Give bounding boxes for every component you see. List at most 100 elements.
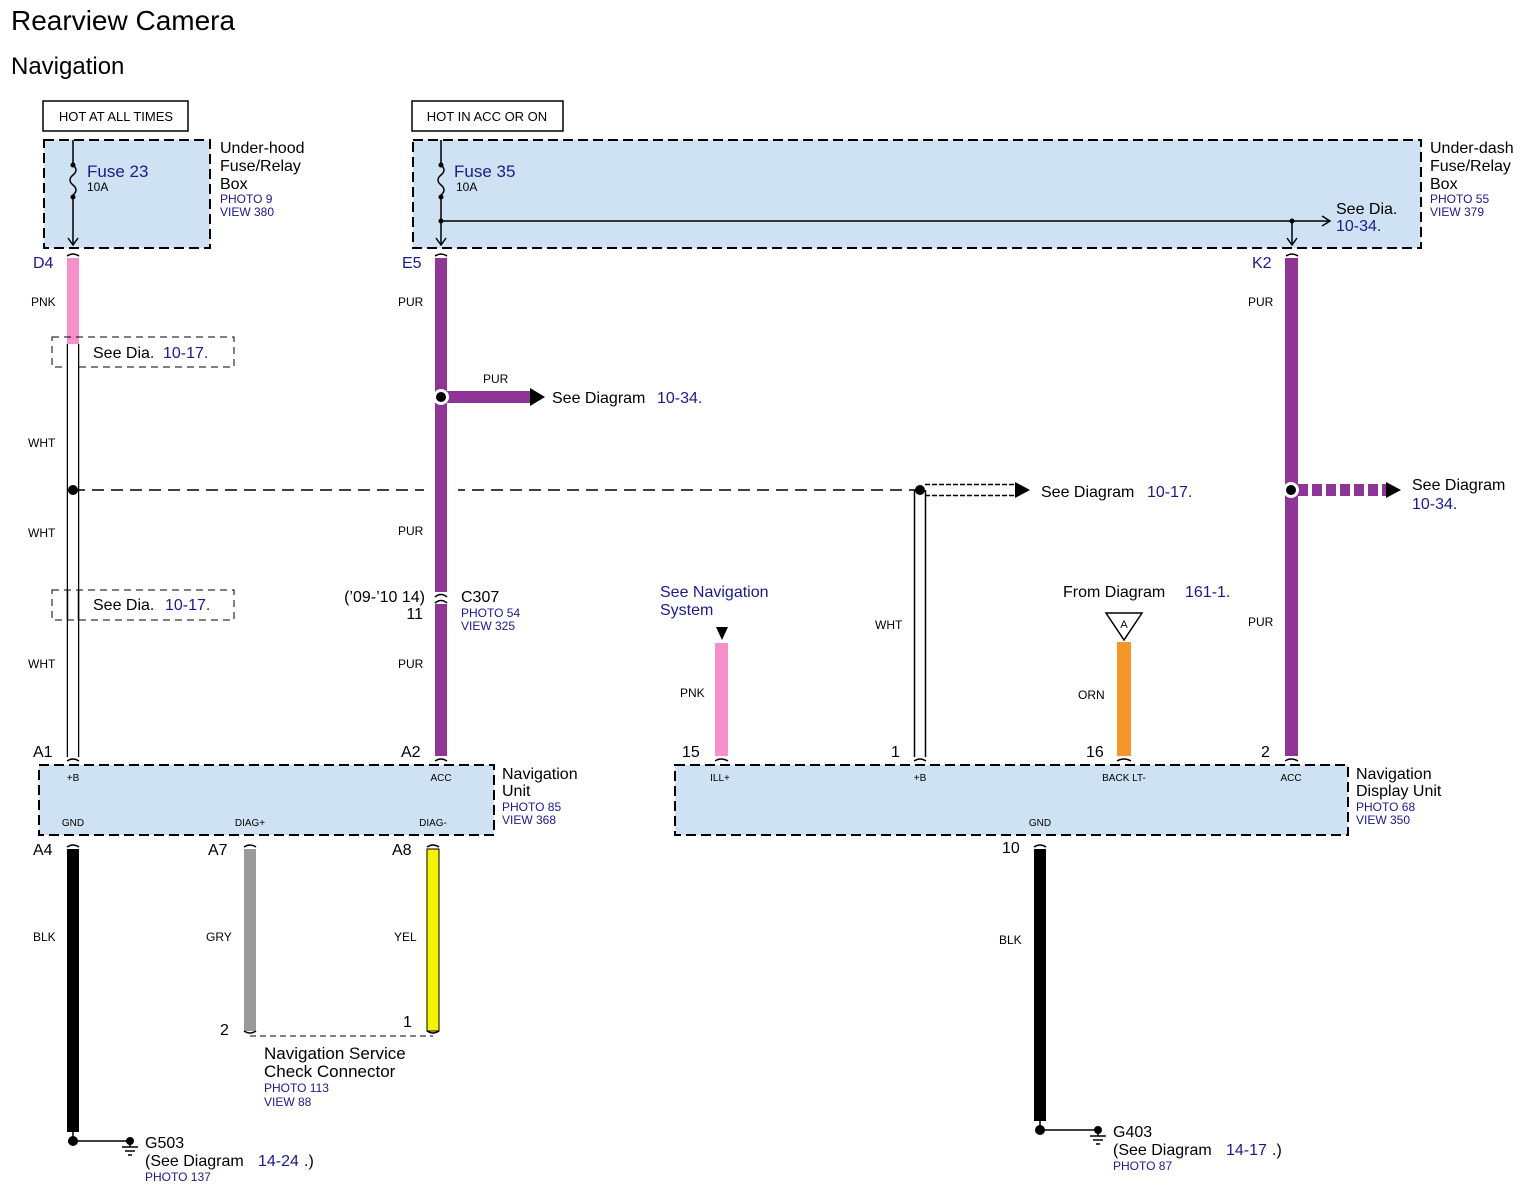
g503-suffix: .) [304, 1153, 314, 1170]
wire-label-wht-4: WHT [875, 618, 903, 632]
nav-lbl-diag-minus: DIAG- [419, 818, 447, 829]
underhood-name-3: Box [220, 176, 248, 193]
underdash-name-1: Under-dash [1430, 140, 1514, 157]
display-name-2: Display Unit [1356, 783, 1442, 800]
see-diagram-k2-text: See Diagram [1412, 477, 1505, 494]
display-pin-2: 2 [1261, 744, 1270, 761]
hot-acc-on-box [411, 100, 564, 132]
c307-pin: 11 [406, 606, 423, 623]
display-lbl-acc: ACC [1280, 773, 1301, 784]
navigation-display-unit-box [674, 764, 1349, 836]
nav-unit-name-2: Unit [502, 783, 531, 800]
wire-blk-a4 [67, 849, 79, 1132]
see-dia-lower-text: See Dia. [93, 597, 154, 614]
nav-lbl-diag-plus: DIAG+ [235, 818, 265, 829]
fuse-23-icon [69, 164, 77, 196]
wire-pur-branch [441, 391, 531, 403]
see-diagram-1034-ref[interactable]: 10-34. [657, 390, 702, 407]
see-dia-lower-ref[interactable]: 10-17. [165, 597, 210, 614]
underdash-fuse-box [412, 139, 1422, 249]
fuse-35-label: Fuse 35 [454, 162, 515, 181]
nav-unit-photo: PHOTO 85 [502, 800, 561, 814]
g403-suffix: .) [1272, 1142, 1282, 1159]
underdash-see-dia: See Dia. [1336, 201, 1397, 218]
service-view: VIEW 88 [264, 1095, 312, 1109]
wire-label-wht-3: WHT [28, 657, 56, 671]
display-lbl-ill: ILL+ [710, 773, 730, 784]
display-view: VIEW 350 [1356, 813, 1410, 827]
see-diagram-1017-ref[interactable]: 10-17. [1147, 484, 1192, 501]
hot-all-times-box [42, 100, 189, 132]
see-diagram-1017-text: See Diagram [1041, 484, 1134, 501]
wire-label-pur-5: PUR [1248, 615, 1274, 629]
display-photo: PHOTO 68 [1356, 800, 1415, 814]
wire-label-pur-4: PUR [1248, 295, 1274, 309]
underdash-name-2: Fuse/Relay [1430, 158, 1511, 175]
wire-pnk-d4 [67, 258, 79, 344]
c307-model-note: (’09-’10 14) [344, 589, 425, 606]
wire-label-wht-2: WHT [28, 526, 56, 540]
nav-lbl-acc: ACC [430, 773, 451, 784]
see-nav-line1[interactable]: See Navigation [660, 584, 769, 601]
terminal-d4: D4 [33, 255, 54, 272]
g503-name: G503 [145, 1135, 184, 1152]
terminal-e5: E5 [402, 255, 422, 272]
wire-pur-e5 [435, 258, 447, 756]
pin-a2: A2 [401, 744, 421, 761]
hot-all-times-label: HOT AT ALL TIMES [59, 109, 173, 124]
display-pin-15: 15 [682, 744, 700, 761]
nav-lbl-gnd: GND [62, 818, 84, 829]
underhood-photo: PHOTO 9 [220, 192, 273, 206]
g403-see-prefix: (See Diagram [1113, 1142, 1212, 1159]
wire-blk-g403 [1034, 849, 1046, 1121]
nav-system-arrow-icon [716, 627, 728, 640]
wire-pur-k2 [1285, 258, 1298, 756]
g403-photo: PHOTO 87 [1113, 1159, 1172, 1173]
underhood-name-1: Under-hood [220, 140, 305, 157]
display-lbl-gnd: GND [1029, 818, 1051, 829]
c307-view: VIEW 325 [461, 619, 515, 633]
wire-pnk-ill [715, 643, 728, 756]
underdash-name-3: Box [1430, 176, 1458, 193]
wire-label-pur-branch: PUR [483, 372, 509, 386]
navigation-unit-box [38, 764, 495, 836]
wire-orn [1117, 642, 1131, 756]
underhood-view: VIEW 380 [220, 205, 274, 219]
c307-name: C307 [461, 589, 499, 606]
g403-ref[interactable]: 14-17 [1226, 1142, 1267, 1159]
page-subtitle: Navigation [11, 53, 124, 80]
nav-unit-name-1: Navigation [502, 766, 578, 783]
service-name-1: Navigation Service [264, 1044, 406, 1063]
service-photo: PHOTO 113 [264, 1081, 329, 1095]
wire-label-blk-2: BLK [999, 933, 1022, 947]
see-dia-upper-ref[interactable]: 10-17. [163, 345, 208, 362]
display-lbl-back: BACK LT- [1102, 773, 1146, 784]
underdash-see-dia-ref[interactable]: 10-34. [1336, 218, 1381, 235]
connector-a-triangle-icon [1104, 612, 1144, 642]
page-title: Rearview Camera [11, 5, 235, 36]
nav-lbl-b: +B [67, 773, 80, 784]
wire-yel-a8 [426, 848, 440, 1032]
splice-wht-right [915, 485, 925, 495]
pin-a4: A4 [33, 842, 53, 859]
wire-label-wht-1: WHT [28, 436, 56, 450]
hot-acc-on-label: HOT IN ACC OR ON [427, 109, 547, 124]
from-diagram-text: From Diagram [1063, 584, 1165, 601]
pin-a8: A8 [392, 842, 412, 859]
service-pin-1: 1 [403, 1014, 412, 1031]
underdash-view: VIEW 379 [1430, 205, 1484, 219]
display-pin-16: 16 [1086, 744, 1104, 761]
splice-pur-k2 [1286, 485, 1296, 495]
wire-label-orn: ORN [1078, 688, 1105, 702]
ground-g403-icon [1090, 1130, 1106, 1145]
g503-photo: PHOTO 137 [145, 1170, 211, 1184]
wire-label-pnk-1: PNK [31, 295, 56, 309]
fuse-23-label: Fuse 23 [87, 162, 148, 181]
see-diagram-k2-ref[interactable]: 10-34. [1412, 496, 1457, 513]
pin-a1: A1 [33, 744, 53, 761]
from-diagram-ref[interactable]: 161-1. [1185, 584, 1230, 601]
g503-ref[interactable]: 14-24 [258, 1153, 299, 1170]
see-nav-line2[interactable]: System [660, 602, 713, 619]
underhood-name-2: Fuse/Relay [220, 158, 301, 175]
